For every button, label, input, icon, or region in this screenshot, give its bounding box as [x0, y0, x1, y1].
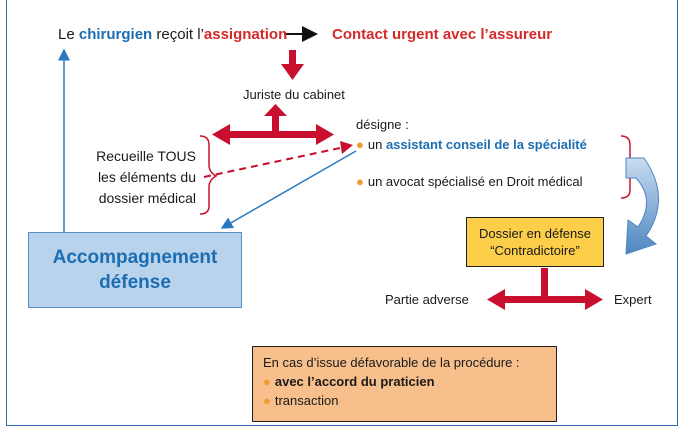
dashed-arrowhead — [340, 141, 353, 154]
accompagnement-box: Accompagnement défense — [28, 232, 242, 308]
text-assignation: assignation — [203, 26, 288, 43]
dossier-line-1: Dossier en défense — [478, 226, 591, 241]
red-t-bottom — [487, 268, 603, 310]
expert-label: Expert — [614, 292, 652, 307]
recueille-block: Recueille TOUS les éléments du dossier m… — [62, 146, 196, 209]
red-t-connector — [212, 104, 334, 145]
bullet-icon: ● — [263, 393, 271, 408]
designe-label: désigne : — [356, 117, 409, 132]
issue-title: En cas d’issue défavorable de la procédu… — [263, 355, 520, 370]
issue-box: En cas d’issue défavorable de la procédu… — [252, 346, 557, 422]
text-recoit: reçoit l’ — [152, 26, 204, 43]
designe-item-2: ●un avocat spécialisé en Droit médical — [356, 174, 582, 189]
frame-border — [6, 0, 678, 426]
designe-item-1: ●un assistant conseil de la spécialité — [356, 137, 587, 152]
partie-adverse-label: Partie adverse — [385, 292, 469, 307]
curved-arrow — [625, 157, 659, 255]
red-down-arrow — [281, 50, 304, 80]
accompagnement-line-1: Accompagnement — [52, 247, 218, 268]
top-line: Le chirurgien reçoit l’assignation — [58, 26, 287, 43]
issue-item-2: ●transaction — [263, 391, 546, 410]
recueille-line-1: Recueille TOUS — [96, 148, 196, 164]
issue-item-2-text: transaction — [274, 393, 339, 408]
text-le: Le — [58, 26, 79, 43]
accompagnement-line-2: défense — [99, 272, 171, 293]
contact-text: Contact urgent avec l’assureur — [332, 26, 553, 43]
recueille-line-3: dossier médical — [98, 190, 196, 206]
dossier-box: Dossier en défense “Contradictoire” — [466, 217, 604, 267]
issue-item-1: ●avec l’accord du praticien — [263, 372, 546, 391]
bullet-icon: ● — [356, 174, 364, 189]
bracket-recueille — [199, 135, 218, 215]
designe-item-1-highlight: assistant conseil de la spécialité — [385, 137, 587, 152]
bullet-icon: ● — [356, 137, 364, 152]
text-chirurgien: chirurgien — [78, 26, 153, 43]
issue-item-1-text: avec l’accord du praticien — [274, 374, 435, 389]
designe-item-1-prefix: un — [367, 137, 386, 152]
arrow-to-accompagnement — [220, 150, 357, 229]
recueille-line-2: les éléments du — [97, 169, 196, 185]
juriste-label: Juriste du cabinet — [243, 87, 345, 102]
designe-item-2-text: un avocat spécialisé en Droit médical — [367, 174, 583, 189]
dossier-line-2: “Contradictoire” — [490, 243, 580, 258]
bullet-icon: ● — [263, 374, 271, 389]
